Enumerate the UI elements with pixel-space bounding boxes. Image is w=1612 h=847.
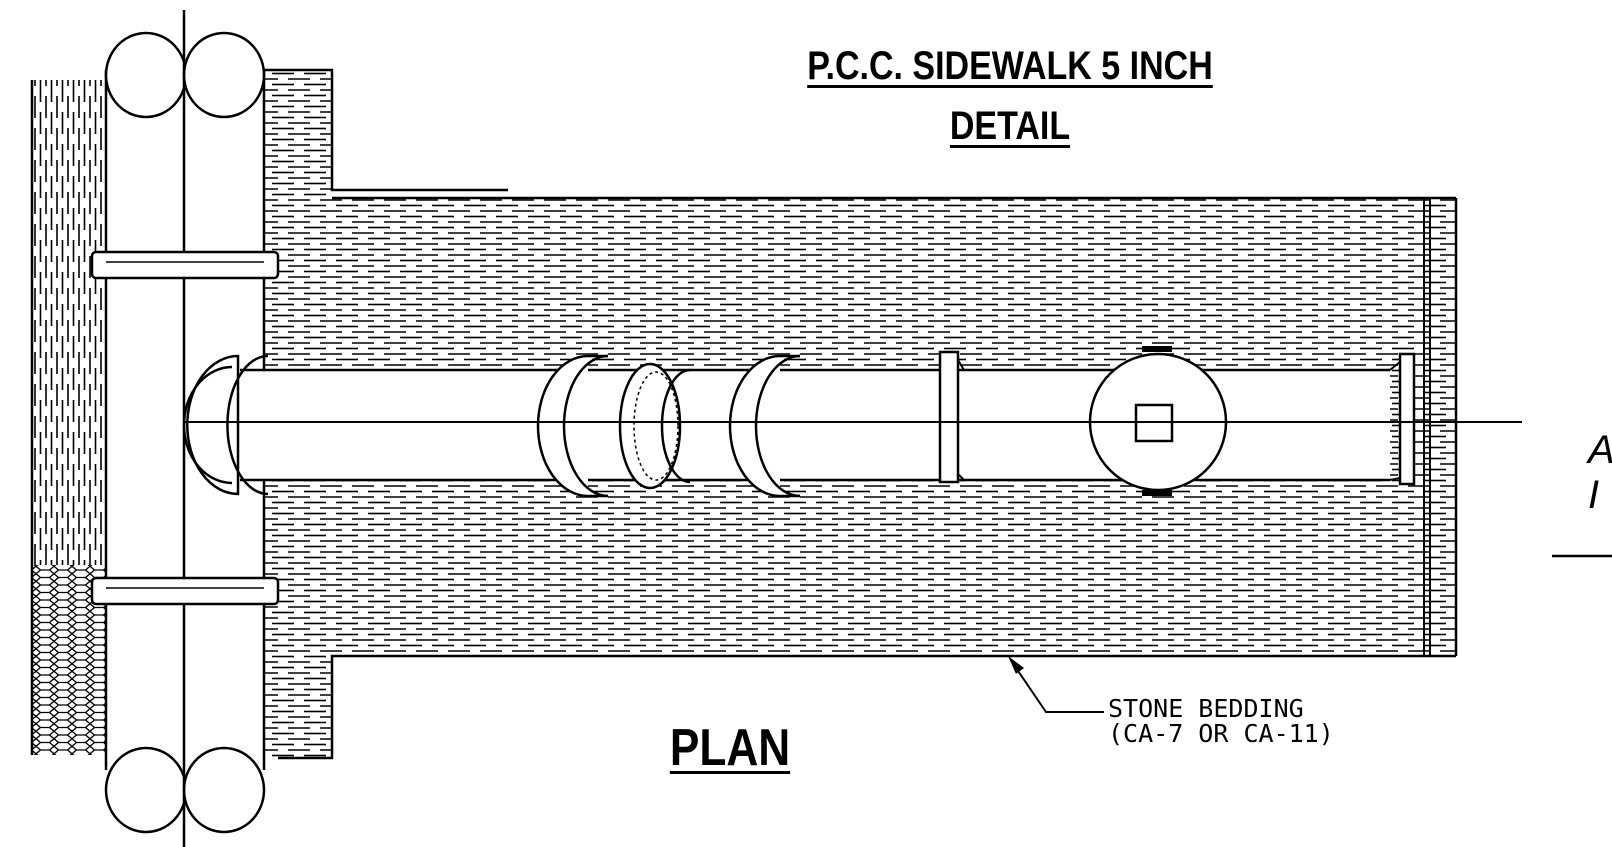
horizontal-service-pipe xyxy=(182,346,1522,498)
trench-hatch-left xyxy=(30,80,106,755)
detail-title: P.C.C. SIDEWALK 5 INCH xyxy=(807,44,1213,88)
callout-line-2: (CA-7 OR CA-11) xyxy=(1108,719,1334,748)
stone-bedding-callout: STONE BEDDING (CA-7 OR CA-11) xyxy=(1108,696,1334,746)
cut-off-line-2: I xyxy=(1588,473,1600,517)
callout-line-1: STONE BEDDING xyxy=(1108,694,1304,723)
cut-off-line-1: A xyxy=(1588,428,1612,473)
cut-off-edge-text: A I xyxy=(1588,428,1612,518)
detail-subtitle: DETAIL xyxy=(949,104,1071,148)
bedding-leader xyxy=(1008,656,1104,713)
view-label-plan: PLAN xyxy=(669,719,791,777)
